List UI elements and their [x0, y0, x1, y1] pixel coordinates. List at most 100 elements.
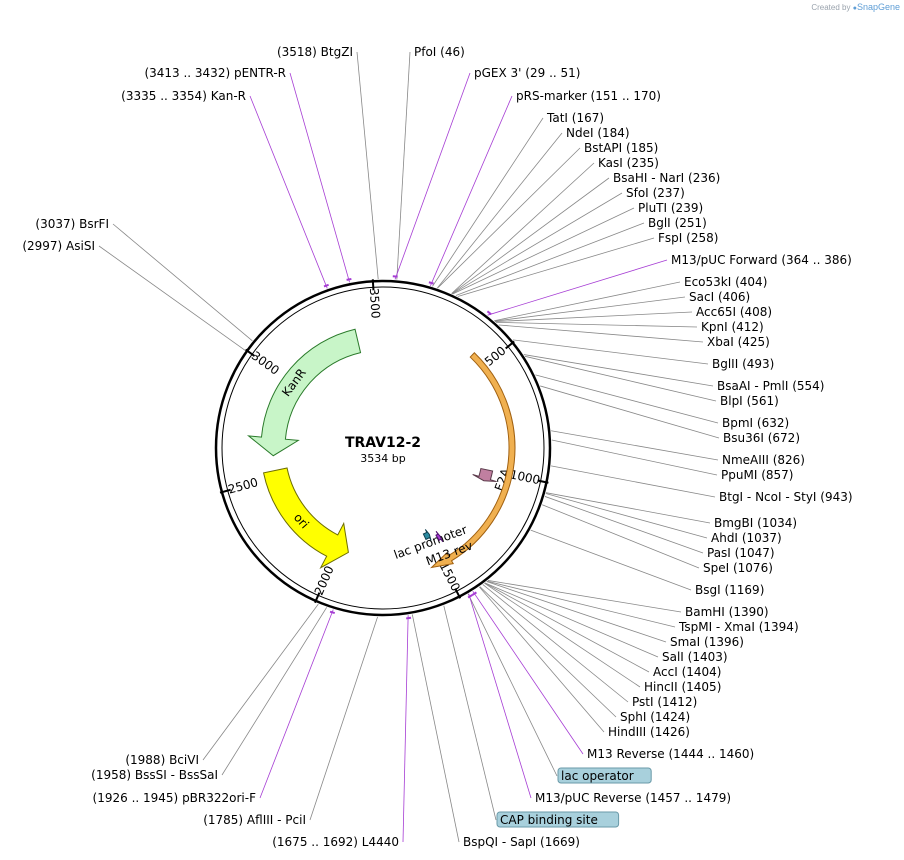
- enzyme-name: BsgI: [695, 583, 721, 597]
- separator: -: [647, 171, 659, 185]
- enzyme-name: NcoI: [755, 490, 781, 504]
- svg-text:FspI (258): FspI (258): [658, 231, 718, 245]
- primer-label: pRS-marker (151 .. 170): [516, 89, 661, 103]
- leader-line: [494, 296, 686, 322]
- site-label: SacI (406): [689, 290, 750, 304]
- svg-text:KasI (235): KasI (235): [598, 156, 659, 170]
- svg-text:BglI (251): BglI (251): [648, 216, 707, 230]
- svg-text:PasI (1047): PasI (1047): [707, 546, 775, 560]
- svg-text:SfoI (237): SfoI (237): [626, 186, 685, 200]
- enzyme-name: PmlI: [763, 379, 789, 393]
- site-position: (554): [792, 379, 824, 393]
- site-label: BtgI - NcoI - StyI (943): [719, 490, 853, 504]
- svg-text:(1988) BciVI: (1988) BciVI: [125, 753, 199, 767]
- primer-name: M13 Reverse: [587, 747, 665, 761]
- svg-text:TatI (167): TatI (167): [546, 111, 604, 125]
- primer-mark: [467, 594, 473, 599]
- svg-text:(3037) BsrFI: (3037) BsrFI: [35, 217, 109, 231]
- leader-line: [486, 581, 667, 643]
- leader-line: [443, 605, 497, 821]
- feature-lac-promoter: [422, 529, 432, 541]
- leader-line: [468, 593, 532, 799]
- site-label: BsgI (1169): [695, 583, 764, 597]
- svg-text:Bsu36I (672): Bsu36I (672): [723, 431, 800, 445]
- site-position: (1403): [688, 650, 728, 664]
- site-label: NdeI (184): [566, 126, 630, 140]
- enzyme-name: BpmI: [722, 416, 753, 430]
- site-label: PluTI (239): [638, 201, 703, 215]
- primer-mark: [346, 277, 352, 281]
- site-label: KpnI (412): [701, 320, 764, 334]
- svg-text:BmgBI (1034): BmgBI (1034): [714, 516, 797, 530]
- leader-line: [523, 354, 714, 387]
- svg-text:AccI (1404): AccI (1404): [653, 665, 721, 679]
- site-position: (1785): [203, 813, 243, 827]
- enzyme-name: AccI: [653, 665, 678, 679]
- site-position: (408): [740, 305, 772, 319]
- site-position: (1424): [650, 710, 690, 724]
- leader-line: [545, 492, 711, 524]
- enzyme-name: AsiSI: [66, 239, 95, 253]
- feature-KanR: [246, 328, 362, 457]
- svg-text:KpnI (412): KpnI (412): [701, 320, 764, 334]
- site-label: (3037) BsrFI: [35, 217, 109, 231]
- leader-line: [430, 95, 513, 286]
- primer-range: (151 .. 170): [591, 89, 661, 103]
- site-label: NmeAIII (826): [722, 453, 805, 467]
- svg-text:(3413 .. 3432) pENTR-R: (3413 .. 3432) pENTR-R: [144, 66, 286, 80]
- leader-line: [524, 355, 717, 402]
- enzyme-name: SpeI: [703, 561, 729, 575]
- svg-text:HincII (1405): HincII (1405): [644, 680, 721, 694]
- primer-label: (3335 .. 3354) Kan-R: [121, 89, 246, 103]
- enzyme-name: SmaI: [670, 635, 700, 649]
- enzyme-name: HindIII: [608, 725, 646, 739]
- svg-text:M13/pUC Reverse (1457 .. 14: M13/pUC Reverse (1457 .. 1479): [535, 791, 731, 805]
- separator: -: [273, 813, 285, 827]
- feature-F2A: [472, 467, 497, 483]
- site-position: (672): [768, 431, 800, 445]
- tick-mark: [219, 488, 231, 494]
- enzyme-name: BglII: [712, 357, 738, 371]
- primer-range: (1926 .. 1945): [93, 791, 179, 805]
- site-label: HincII (1405): [644, 680, 721, 694]
- tick-mark: [537, 479, 549, 484]
- tick-mark: [314, 592, 321, 604]
- primer-mark: [486, 310, 492, 316]
- enzyme-name: PciI: [285, 813, 306, 827]
- site-label: BsaAI - PmlI (554): [717, 379, 824, 393]
- site-position: (239): [671, 201, 703, 215]
- leader-line: [457, 237, 655, 297]
- site-position: (943): [820, 490, 852, 504]
- svg-text:SmaI (1396): SmaI (1396): [670, 635, 744, 649]
- tick-label: 2500: [226, 475, 259, 497]
- site-position: (46): [440, 45, 465, 59]
- leader-line: [542, 504, 700, 569]
- site-label: PpuMI (857): [721, 468, 793, 482]
- leader-line: [496, 321, 698, 328]
- site-position: (1037): [742, 531, 782, 545]
- primer-range: (3413 .. 3432): [144, 66, 230, 80]
- primer-name: pENTR-R: [234, 66, 286, 80]
- svg-text:XbaI (425): XbaI (425): [707, 335, 770, 349]
- primer-range: (29 .. 51): [525, 66, 580, 80]
- tick-label: 3500: [367, 288, 383, 319]
- enzyme-name: SalI: [662, 650, 684, 664]
- leader-line: [437, 147, 581, 289]
- site-labels: PfoI (46)pGEX 3' (29 .. 51)pRS-marker (1…: [22, 45, 852, 849]
- enzyme-name: Eco53kI: [684, 275, 731, 289]
- leader-line: [289, 72, 350, 283]
- svg-text:SalI (1403): SalI (1403): [662, 650, 728, 664]
- site-label: SmaI (1396): [670, 635, 744, 649]
- tick-mark: [245, 348, 256, 357]
- leader-line: [309, 616, 378, 821]
- svg-text:BsaAI - PmlI (554): BsaAI - PmlI (554): [717, 379, 824, 393]
- tick-label: 2000: [312, 564, 337, 598]
- site-position: (425): [738, 335, 770, 349]
- primer-label: M13/pUC Forward (364 .. 386): [671, 253, 852, 267]
- leader-line: [221, 607, 328, 776]
- enzyme-name: PfoI: [414, 45, 436, 59]
- site-position: (1034): [757, 516, 797, 530]
- leader-line: [478, 586, 605, 733]
- site-label: XbaI (425): [707, 335, 770, 349]
